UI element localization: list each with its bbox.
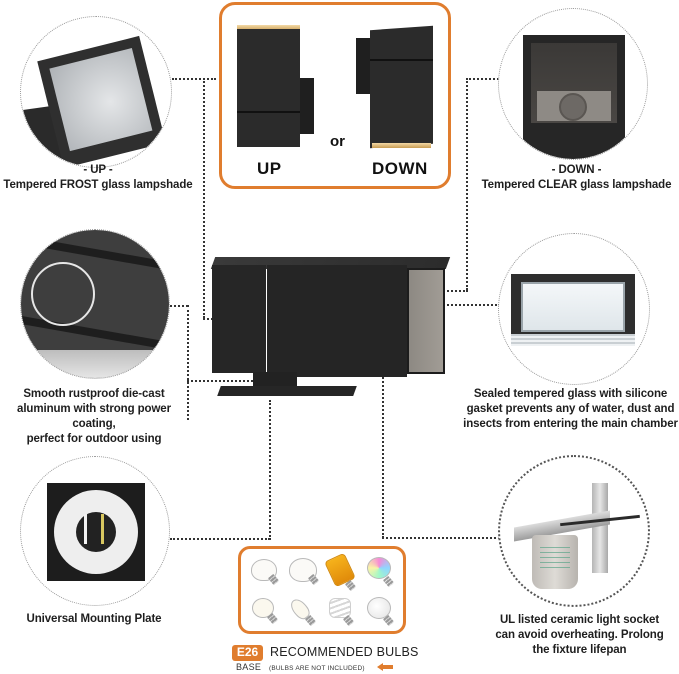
e26-badge: E26 xyxy=(232,645,263,661)
fixture-base-plate xyxy=(217,386,357,396)
gasket-line-3: insects from entering the main chamber xyxy=(463,418,678,430)
bulbs-panel xyxy=(238,546,406,634)
gasket-caption: Sealed tempered glass with silicone gask… xyxy=(462,387,679,432)
connector-top-right-v xyxy=(466,78,468,290)
edison-st-filament-bulb-icon xyxy=(247,553,285,592)
ceramic-socket-line-3: the fixture lifepan xyxy=(532,644,627,656)
gasket-line-1: Sealed tempered glass with silicone xyxy=(473,388,668,400)
plate-wires xyxy=(84,514,104,544)
die-cast-line-1: Smooth rustproof die-cast xyxy=(23,388,165,400)
connector-bottom-left-h xyxy=(170,538,270,540)
connector-top-right-h xyxy=(466,78,506,80)
ceramic-socket-caption: UL listed ceramic light socket can avoid… xyxy=(480,613,679,658)
up-label: UP xyxy=(257,159,282,178)
fixture-side-glass xyxy=(407,268,445,374)
silicone-gasket xyxy=(511,334,635,346)
lampshade-frame xyxy=(523,35,625,159)
connector-mid-right-h xyxy=(440,304,500,306)
edison-st-filament-bulb-large-icon xyxy=(285,553,323,592)
plate-center-hole xyxy=(76,512,116,552)
socket-icon xyxy=(559,93,587,121)
down-lamp-bracket xyxy=(356,38,370,94)
up-lamp-band xyxy=(237,111,300,113)
connector-bottom-left-v xyxy=(269,400,271,540)
connector-top-right-to-fixture xyxy=(440,290,468,292)
base-label: BASE xyxy=(236,662,262,672)
connector-bottom-right-h xyxy=(382,537,500,539)
mounting-plate-ring xyxy=(54,490,138,574)
arrow-left-icon xyxy=(377,663,383,671)
frost-glass-lampshade-photo xyxy=(20,16,172,168)
cfl-spiral-bulb-icon xyxy=(323,592,361,631)
frost-glass-caption: - UP - Tempered FROST glass lampshade xyxy=(0,163,196,193)
socket-bracket-vertical xyxy=(592,483,608,573)
connector-mid-left-h xyxy=(170,305,188,307)
gasket-line-2: gasket prevents any of water, dust and xyxy=(466,403,675,415)
flame-effect-bulb-icon xyxy=(323,552,361,592)
candle-filament-bulb-icon xyxy=(285,592,323,631)
a19-led-bulb-icon xyxy=(361,592,399,631)
a19-filament-bulb-icon xyxy=(247,592,285,631)
up-lamp-glow xyxy=(237,25,300,31)
die-cast-caption: Smooth rustproof die-cast aluminum with … xyxy=(0,387,188,447)
die-cast-line-2: aluminum with strong power coating, xyxy=(17,403,171,430)
up-lamp-body xyxy=(237,29,300,147)
frost-glass-pane xyxy=(49,48,153,152)
mounting-plate-caption: Universal Mounting Plate xyxy=(26,613,162,625)
down-label: DOWN xyxy=(372,159,428,178)
clear-glass-caption: - DOWN - Tempered CLEAR glass lampshade xyxy=(474,163,679,193)
fixture-left-module xyxy=(212,265,266,373)
bulb-grid xyxy=(247,552,399,631)
up-lamp-bracket xyxy=(300,78,314,134)
connector-top-left-to-fixture xyxy=(203,318,217,320)
bulbs-not-included-note: (BULBS ARE NOT INCLUDED) xyxy=(269,665,365,672)
clear-glass-text: Tempered CLEAR glass lampshade xyxy=(481,179,672,191)
ceramic-socket-photo xyxy=(498,455,650,607)
ceramic-socket-line-1: UL listed ceramic light socket xyxy=(499,614,660,626)
mounting-plate-photo xyxy=(20,456,170,606)
aluminum-bottom-trim xyxy=(21,350,169,378)
sealed-glass-gasket-photo xyxy=(498,233,650,385)
rgb-smart-bulb-icon xyxy=(361,553,399,592)
connector-mid-left-to-stem xyxy=(187,380,269,382)
direction-panel: UP or DOWN xyxy=(219,2,451,189)
frost-glass-title: - UP - xyxy=(83,164,113,176)
frost-glass-text: Tempered FROST glass lampshade xyxy=(3,179,193,191)
down-lamp-band xyxy=(370,59,433,61)
ul-label xyxy=(540,547,570,569)
ceramic-socket-line-2: can avoid overheating. Prolong xyxy=(495,629,664,641)
connector-top-left-v xyxy=(203,78,205,318)
recommended-bulbs-title: RECOMMENDED BULBS xyxy=(270,645,419,659)
clear-glass-title: - DOWN - xyxy=(551,164,602,176)
arrow-left-icon-tail xyxy=(383,665,393,669)
connector-mid-left-v xyxy=(187,305,189,420)
or-label: or xyxy=(330,133,345,150)
gasket-glass xyxy=(521,282,625,332)
die-cast-line-3: perfect for outdoor using xyxy=(26,433,162,445)
connector-bottom-right-v xyxy=(382,370,384,538)
magnifier-ring xyxy=(31,262,95,326)
main-fixture-photo xyxy=(205,252,451,397)
down-lamp-body xyxy=(370,25,433,149)
down-lamp-glow xyxy=(372,143,431,148)
clear-glass-lampshade-photo xyxy=(498,8,648,160)
fixture-right-module xyxy=(267,265,407,377)
die-cast-aluminum-photo xyxy=(20,229,170,379)
connector-top-left-h xyxy=(172,78,216,80)
